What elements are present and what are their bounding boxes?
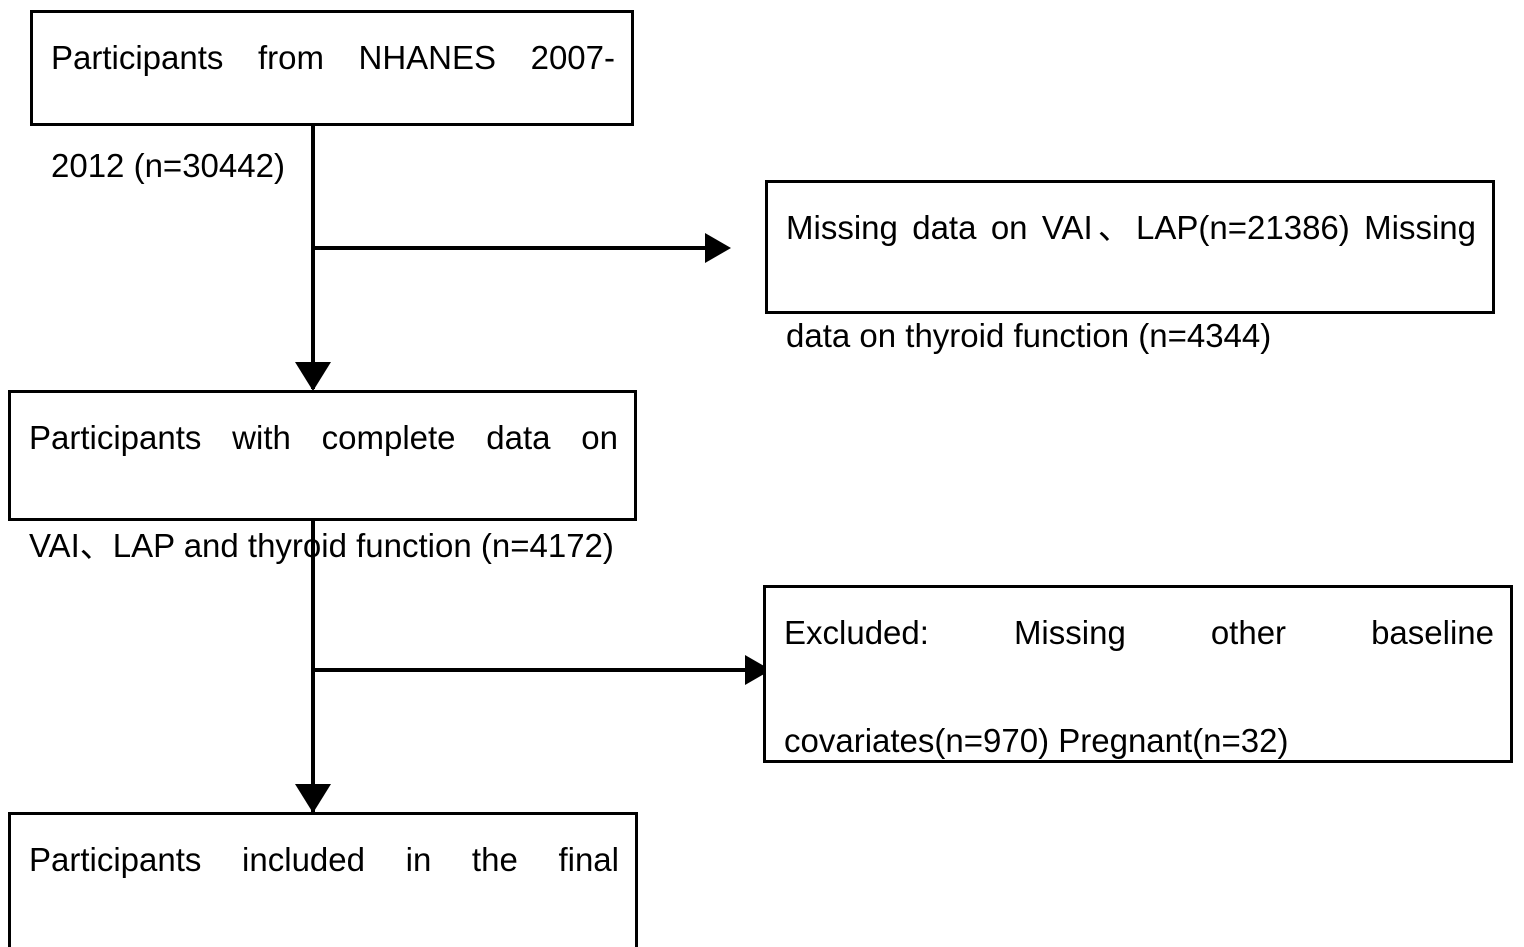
flow-node-excluded-covariates: Excluded: Missing other baseline covaria… (763, 585, 1513, 763)
connector-complete-to-excluded-2 (313, 668, 745, 672)
flow-node-complete-data: Participants with complete data on VAI、L… (8, 390, 637, 564)
flow-node-final-sample-line-2: analyses (n=3170) (29, 941, 619, 947)
flow-node-complete-data-line-2: VAI、LAP and thyroid function (n=4172) (29, 527, 614, 564)
connector-complete-to-final (311, 521, 315, 813)
flow-node-source-cohort-line-1: Participants from NHANES 2007- (51, 39, 615, 76)
connector-source-to-excluded-1 (313, 246, 705, 250)
flow-node-excluded-covariates-line-2: covariates(n=970) Pregnant(n=32) (784, 722, 1289, 759)
flow-node-final-sample-line-1: Participants included in the final (29, 841, 619, 878)
arrowhead-right-to-excluded-1-icon (705, 233, 731, 263)
flow-node-source-cohort-line-2: 2012 (n=30442) (51, 147, 285, 184)
flow-node-source-cohort: Participants from NHANES 2007- 2012 (n=3… (30, 10, 634, 184)
arrowhead-down-to-final-icon (295, 784, 331, 813)
flow-node-excluded-missing-data-line-2: data on thyroid function (n=4344) (786, 317, 1272, 354)
flow-node-excluded-covariates-line-1: Excluded: Missing other baseline (784, 614, 1494, 651)
flow-node-excluded-missing-data: Missing data on VAI、LAP(n=21386) Missing… (765, 180, 1495, 354)
arrowhead-down-to-complete-icon (295, 362, 331, 391)
flow-node-excluded-missing-data-line-1: Missing data on VAI、LAP(n=21386) Missing (786, 209, 1476, 246)
connector-source-to-complete (311, 126, 315, 389)
flow-node-final-sample: Participants included in the final analy… (8, 812, 638, 947)
flow-node-complete-data-line-1: Participants with complete data on (29, 419, 618, 456)
